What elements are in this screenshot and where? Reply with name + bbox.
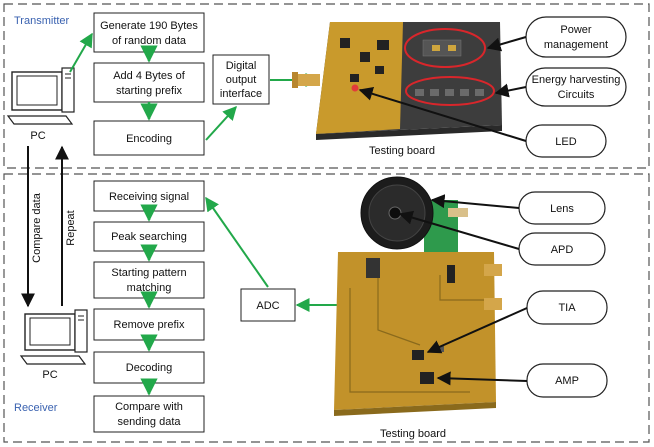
svg-text:Lens: Lens (550, 203, 574, 215)
tx-step-generate: Generate 190 Bytes of random data (93, 12, 205, 53)
power-management-highlight (404, 28, 486, 68)
svg-text:starting prefix: starting prefix (116, 85, 183, 97)
svg-text:Circuits: Circuits (558, 89, 595, 101)
svg-text:Digital: Digital (226, 60, 257, 72)
svg-text:Compare with: Compare with (115, 401, 183, 413)
svg-text:Energy harvesting: Energy harvesting (532, 74, 621, 86)
adc-box: ADC (240, 288, 296, 322)
tx-step-add-prefix: Add 4 Bytes of starting prefix (93, 62, 205, 103)
rx-step-starting-pattern: Starting pattern matching (93, 261, 205, 299)
lens-pointer (430, 194, 520, 209)
svg-text:Remove prefix: Remove prefix (114, 319, 185, 331)
svg-text:management: management (544, 39, 608, 51)
rx-step-receiving-signal: Receiving signal (93, 180, 205, 212)
svg-text:sending data: sending data (118, 416, 182, 428)
svg-text:of random data: of random data (112, 35, 187, 47)
rx-step-decoding: Decoding (93, 351, 205, 384)
callout-tia: TIA (526, 290, 608, 325)
transmitter-label: Transmitter (14, 15, 70, 27)
svg-text:Add 4 Bytes of: Add 4 Bytes of (113, 70, 185, 82)
callout-led: LED (525, 124, 607, 158)
svg-text:ADC: ADC (256, 300, 279, 312)
compare-data-label: Compare data (31, 192, 43, 263)
transmitter-section (3, 3, 650, 169)
receiver-label: Receiver (14, 402, 58, 414)
svg-text:APD: APD (551, 244, 574, 256)
callout-apd: APD (518, 232, 606, 266)
rx-step-remove-prefix: Remove prefix (93, 308, 205, 341)
encoding-to-interface-arrow (205, 105, 237, 141)
pc-to-generate-arrow (69, 32, 93, 73)
tx-step-encoding: Encoding (93, 120, 205, 156)
rx-step-compare: Compare with sending data (93, 395, 205, 433)
callout-power-management: Power management (525, 16, 627, 58)
tx-testing-board-label: Testing board (369, 145, 435, 157)
rx-step-peak-searching: Peak searching (93, 221, 205, 252)
svg-text:output: output (226, 74, 257, 86)
receiver-section (3, 173, 650, 443)
svg-text:Power: Power (560, 24, 592, 36)
svg-text:TIA: TIA (558, 302, 576, 314)
rx-testing-board-label: Testing board (380, 428, 446, 440)
amp-pointer (436, 371, 528, 386)
pc-top-icon (6, 67, 75, 125)
power-management-pointer (486, 36, 527, 52)
svg-text:interface: interface (220, 88, 262, 100)
svg-text:AMP: AMP (555, 375, 579, 387)
svg-text:Encoding: Encoding (126, 133, 172, 145)
digital-output-interface: Digital output interface (212, 54, 270, 105)
svg-text:Decoding: Decoding (126, 362, 172, 374)
callout-lens: Lens (518, 191, 606, 225)
callout-energy-harvesting: Energy harvesting Circuits (525, 67, 627, 107)
pc-top-label: PC (30, 130, 45, 142)
lens-icon (360, 176, 468, 250)
pc-bottom-label: PC (42, 369, 57, 381)
svg-text:Generate 190 Bytes: Generate 190 Bytes (100, 20, 198, 32)
led-pointer (358, 87, 527, 142)
repeat-label: Repeat (65, 210, 77, 245)
tx-testing-board (292, 22, 502, 140)
svg-text:Peak searching: Peak searching (111, 231, 187, 243)
energy-harvesting-pointer (494, 83, 527, 98)
tia-pointer (426, 307, 528, 354)
adc-to-receiving-arrow (205, 196, 269, 288)
svg-text:Receiving signal: Receiving signal (109, 191, 189, 203)
callout-amp: AMP (526, 363, 608, 398)
pc-bottom-icon (19, 309, 88, 365)
svg-text:matching: matching (127, 282, 172, 294)
svg-text:Starting pattern: Starting pattern (111, 267, 186, 279)
svg-text:LED: LED (555, 136, 576, 148)
apd-pointer (398, 210, 520, 250)
energy-harvesting-highlight (405, 76, 495, 106)
